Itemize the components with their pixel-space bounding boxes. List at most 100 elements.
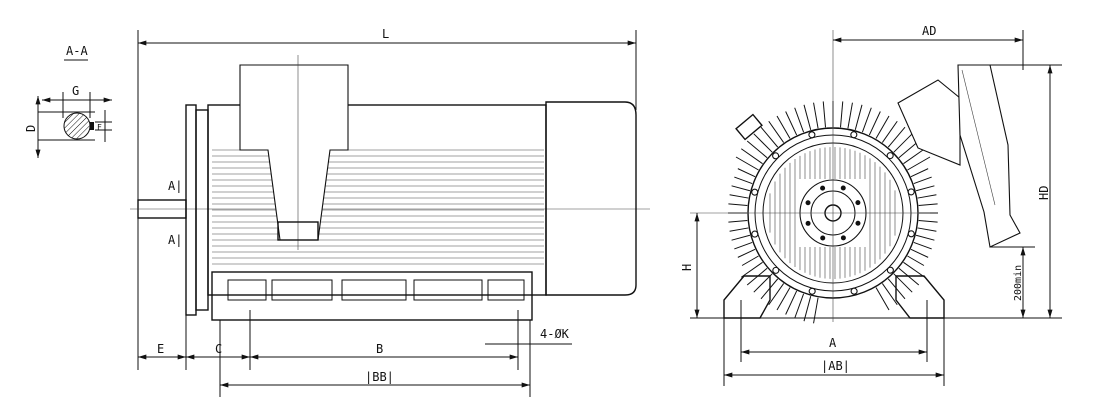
- dim-a: A: [829, 336, 837, 350]
- bolt: [808, 131, 816, 139]
- fin-line: [746, 140, 768, 159]
- dim-l: L: [382, 27, 389, 41]
- side-view: L A| A| E C B |BB| 4-ØK: [130, 27, 650, 397]
- fin-line: [753, 133, 773, 153]
- shaft-section: [63, 112, 91, 140]
- fin-line: [917, 227, 937, 232]
- dim-g: G: [72, 84, 79, 98]
- fin-line: [868, 111, 881, 136]
- dim-c: C: [215, 342, 222, 356]
- fin-line: [822, 101, 827, 128]
- bolt: [772, 152, 780, 160]
- fin-line: [740, 261, 763, 278]
- dim-e: E: [157, 342, 164, 356]
- dim-bb: |BB|: [365, 370, 394, 384]
- fin-line: [898, 140, 920, 159]
- fin-line: [735, 156, 759, 171]
- hub-bolt: [855, 200, 861, 206]
- fin-line: [854, 104, 863, 131]
- fin-line: [794, 107, 805, 133]
- fin-line: [760, 126, 779, 148]
- fin-line: [881, 283, 898, 306]
- fin-line: [728, 219, 748, 223]
- fin-line: [910, 168, 929, 178]
- fin-line: [729, 227, 749, 232]
- fin-line: [839, 101, 844, 128]
- fin-line: [893, 273, 913, 293]
- fin-line: [768, 120, 785, 143]
- dim-f: F: [97, 123, 102, 132]
- hub-bolt: [805, 220, 811, 226]
- bolt: [850, 131, 858, 139]
- fin-line: [768, 283, 785, 306]
- fin-line: [913, 176, 932, 185]
- bolt: [751, 230, 759, 238]
- section-mark-upper: A|: [168, 179, 182, 193]
- fin-line: [734, 241, 753, 250]
- hub-bolt: [820, 185, 826, 191]
- dim-h: H: [680, 264, 694, 271]
- bolt: [886, 266, 894, 274]
- fin-line: [785, 111, 798, 136]
- fin-line: [913, 241, 932, 250]
- fin-line: [794, 293, 805, 319]
- fin-line: [907, 156, 931, 171]
- fin-line: [813, 102, 819, 129]
- dim-ad: AD: [922, 24, 936, 38]
- fin-line: [893, 133, 913, 153]
- fin-line: [917, 194, 937, 199]
- fin-line: [847, 102, 853, 129]
- fin-line: [803, 104, 812, 131]
- dim-200min: 200min: [1013, 265, 1024, 301]
- fin-line: [918, 203, 938, 207]
- fin-line: [875, 115, 890, 139]
- fin-line: [741, 255, 759, 266]
- front-terminal-box: [897, 79, 961, 166]
- bolt: [808, 287, 816, 295]
- fin-line: [776, 287, 791, 311]
- fin-line: [734, 176, 753, 185]
- hub-bolt: [840, 185, 846, 191]
- fin-line: [740, 148, 763, 165]
- fan-cover: [545, 101, 637, 296]
- fin-line: [737, 248, 756, 258]
- fin-line: [737, 168, 756, 178]
- bolt: [886, 152, 894, 160]
- fin-line: [903, 148, 926, 165]
- fin-line: [785, 290, 798, 315]
- fin-line: [731, 185, 751, 192]
- dim-b: B: [376, 342, 383, 356]
- dim-hd: HD: [1037, 186, 1051, 200]
- fin-line: [915, 234, 935, 241]
- hub-bolt: [855, 220, 861, 226]
- motor-feet: [211, 271, 533, 321]
- fin-line: [918, 219, 938, 223]
- fin-line: [813, 297, 819, 324]
- fin-line: [907, 255, 925, 266]
- fin-line: [887, 126, 906, 148]
- section-mark-lower: A|: [168, 233, 182, 247]
- hub-bolt: [840, 235, 846, 241]
- fin-line: [903, 261, 926, 278]
- bolt: [772, 266, 780, 274]
- front-view: AD HD 200min H A |AB|: [680, 24, 1062, 386]
- bolt: [907, 188, 915, 196]
- fin-line: [910, 248, 929, 258]
- section-a-a: A-A D G F: [24, 44, 112, 159]
- dim-k: 4-ØK: [540, 327, 570, 341]
- section-label: A-A: [66, 44, 88, 58]
- bolt: [751, 188, 759, 196]
- bolt: [907, 230, 915, 238]
- fin-line: [803, 295, 812, 322]
- fin-line: [861, 107, 872, 133]
- fin-line: [915, 185, 935, 192]
- dim-d: D: [24, 125, 38, 132]
- fin-line: [729, 194, 749, 199]
- terminal-box: [239, 64, 349, 241]
- fin-line: [728, 203, 748, 207]
- fin-line: [731, 234, 751, 241]
- hub-bolt: [805, 200, 811, 206]
- fin-line: [875, 287, 890, 311]
- bolt: [850, 287, 858, 295]
